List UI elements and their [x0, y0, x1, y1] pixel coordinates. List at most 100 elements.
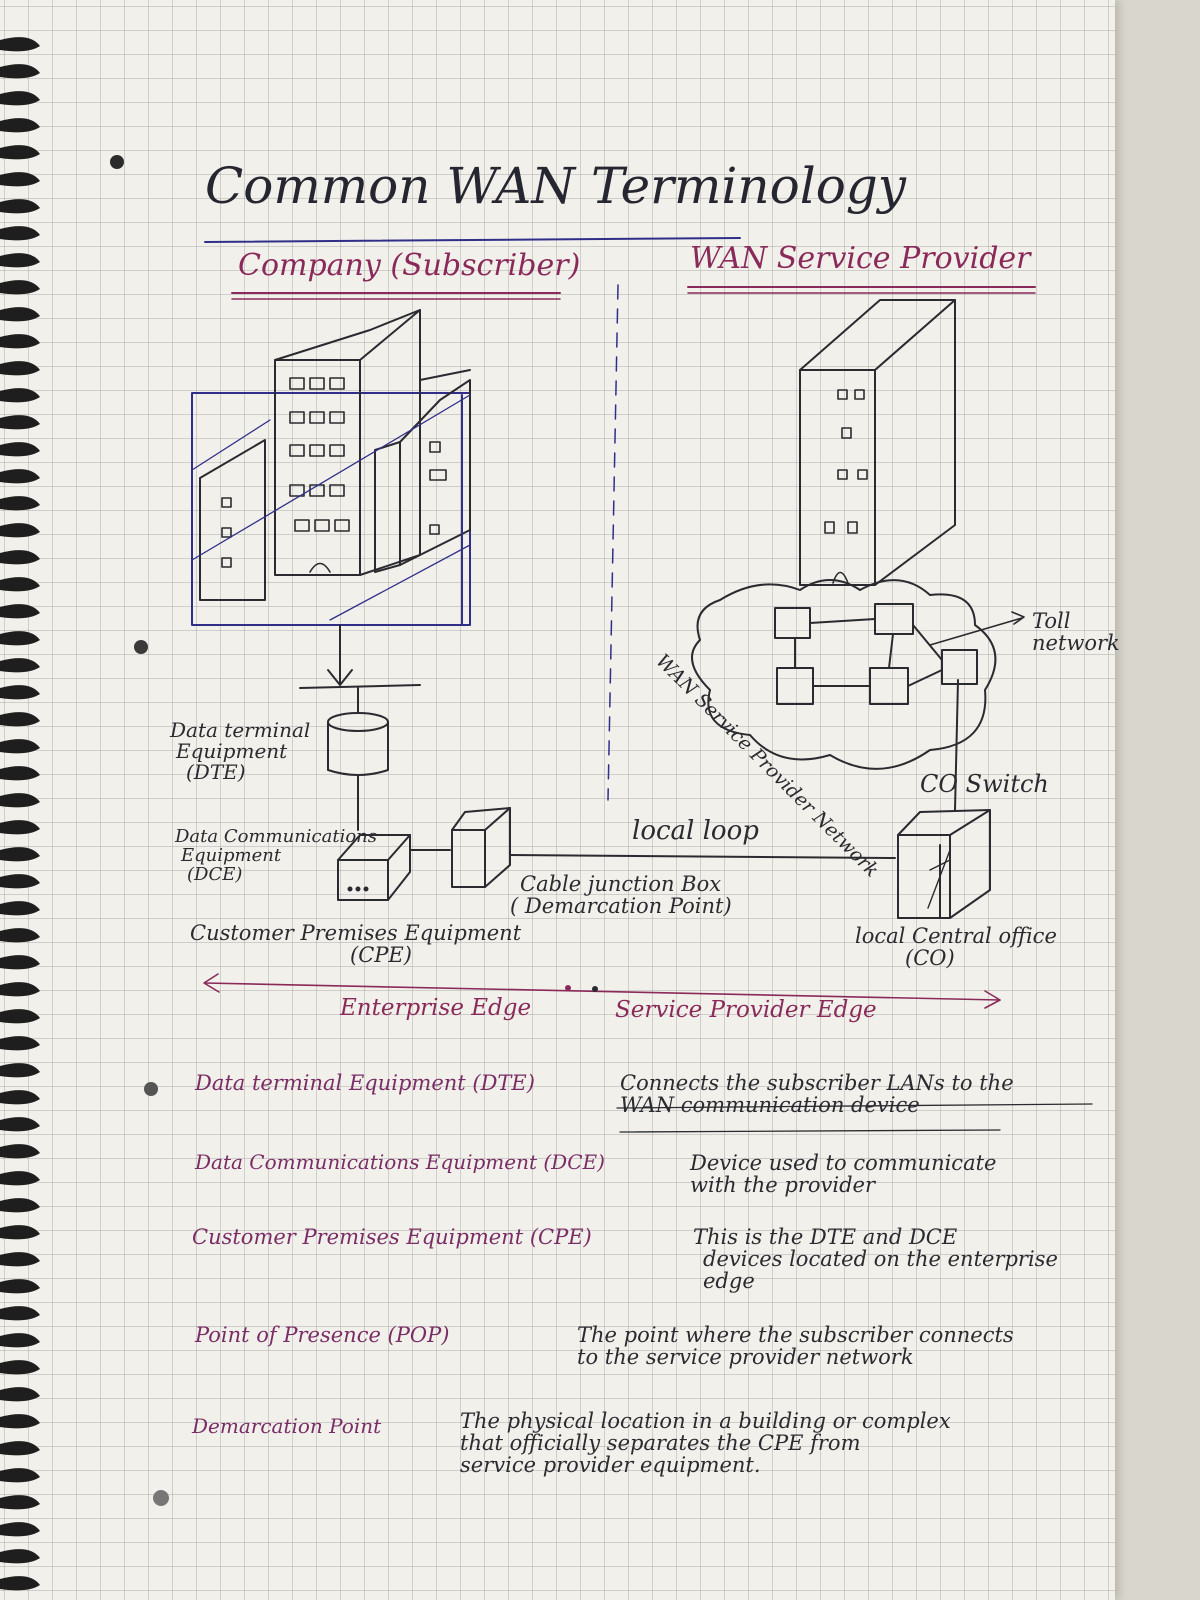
spiral-coil — [0, 955, 40, 970]
spiral-coil — [0, 388, 40, 403]
spiral-coil — [0, 982, 40, 997]
spiral-coil — [0, 469, 40, 484]
spiral-coil — [0, 415, 40, 430]
spiral-coil — [0, 1468, 40, 1483]
spiral-coil — [0, 37, 40, 52]
spiral-coil — [0, 1522, 40, 1537]
spiral-coil — [0, 1387, 40, 1402]
spiral-coil — [0, 172, 40, 187]
spiral-coil — [0, 847, 40, 862]
binder-hole-2 — [134, 640, 148, 654]
definition-term-demarc: Demarcation Point — [192, 1414, 382, 1438]
binder-hole-3 — [144, 1082, 158, 1096]
edge-arrow — [204, 982, 1001, 1001]
spiral-coil — [0, 550, 40, 565]
spiral-coil — [0, 766, 40, 781]
spiral-coil — [0, 1333, 40, 1348]
cable-junction-box-icon — [451, 807, 511, 888]
spiral-coil — [0, 1144, 40, 1159]
spiral-coil — [0, 577, 40, 592]
spiral-binding — [0, 37, 40, 1591]
definition-term-pop: Point of Presence (POP) — [195, 1323, 450, 1347]
definition-term-cpe: Customer Premises Equipment (CPE) — [192, 1225, 592, 1249]
binder-hole-4 — [153, 1490, 169, 1506]
def-underline — [616, 1103, 1093, 1109]
wan-diagram: WAN Service Provider Network — [191, 237, 1093, 1133]
spiral-coil — [0, 1009, 40, 1024]
binder-hole-1 — [110, 155, 124, 169]
spiral-coil — [0, 1252, 40, 1267]
dce-modem-icon — [337, 834, 411, 901]
cable-box-label: Cable junction Box( Demarcation Point) — [510, 872, 732, 919]
local-loop-label: local loop — [632, 816, 759, 846]
dte-cylinder-icon — [327, 712, 389, 776]
spiral-coil — [0, 1576, 40, 1591]
spiral-coil — [0, 118, 40, 133]
spiral-coil — [0, 1279, 40, 1294]
cpe-label: Customer Premises Equipment(CPE) — [190, 921, 522, 968]
spiral-coil — [0, 928, 40, 943]
spiral-coil — [0, 1198, 40, 1213]
spiral-coil — [0, 253, 40, 268]
spiral-coil — [0, 442, 40, 457]
spiral-coil — [0, 793, 40, 808]
provider-edge-label: Service Provider Edge — [615, 997, 877, 1023]
spiral-coil — [0, 1414, 40, 1429]
column-divider — [607, 284, 619, 801]
spiral-coil — [0, 496, 40, 511]
spiral-coil — [0, 1225, 40, 1240]
spiral-coil — [0, 1495, 40, 1510]
local-loop-line — [509, 854, 896, 859]
spiral-coil — [0, 1036, 40, 1051]
definition-term-dce: Data Communications Equipment (DCE) — [195, 1150, 605, 1174]
spiral-coil — [0, 1306, 40, 1321]
spiral-coil — [0, 1441, 40, 1456]
spiral-coil — [0, 280, 40, 295]
column-header-subscriber: Company (Subscriber) — [238, 248, 581, 283]
central-office-icon — [897, 809, 991, 919]
spiral-coil — [0, 1090, 40, 1105]
spiral-coil — [0, 739, 40, 754]
toll-network-switches — [774, 603, 978, 705]
definition-term-dte: Data terminal Equipment (DTE) — [195, 1071, 535, 1095]
provider-building-icon — [799, 299, 956, 586]
company-building-icon — [191, 309, 471, 626]
spiral-coil — [0, 1360, 40, 1375]
spiral-coil — [0, 1117, 40, 1132]
co-switch-label: CO Switch — [920, 770, 1049, 798]
spiral-coil — [0, 685, 40, 700]
spiral-coil — [0, 712, 40, 727]
page-title: Common WAN Terminology — [205, 157, 907, 215]
spiral-coil — [0, 199, 40, 214]
cloud-label: WAN Service Provider Network — [651, 650, 883, 882]
enterprise-edge-label: Enterprise Edge — [340, 995, 532, 1021]
spiral-coil — [0, 226, 40, 241]
spiral-coil — [0, 1063, 40, 1078]
spiral-coil — [0, 874, 40, 889]
spiral-coil — [0, 1171, 40, 1186]
dte-to-dce-links — [299, 624, 421, 713]
title-underline — [204, 237, 741, 243]
spiral-coil — [0, 1549, 40, 1564]
spiral-coil — [0, 901, 40, 916]
spiral-coil — [0, 361, 40, 376]
spiral-coil — [0, 820, 40, 835]
provider-network-cloud — [691, 579, 997, 770]
spiral-coil — [0, 64, 40, 79]
spiral-coil — [0, 145, 40, 160]
spiral-coil — [0, 658, 40, 673]
spiral-coil — [0, 91, 40, 106]
spiral-coil — [0, 307, 40, 322]
spiral-coil — [0, 631, 40, 646]
column-header-provider: WAN Service Provider — [690, 241, 1031, 276]
co-label: local Central office(CO) — [855, 924, 1057, 971]
spiral-coil — [0, 604, 40, 619]
notebook-page — [0, 0, 1115, 1600]
definition-text-demarc: The physical location in a building or c… — [460, 1409, 951, 1478]
